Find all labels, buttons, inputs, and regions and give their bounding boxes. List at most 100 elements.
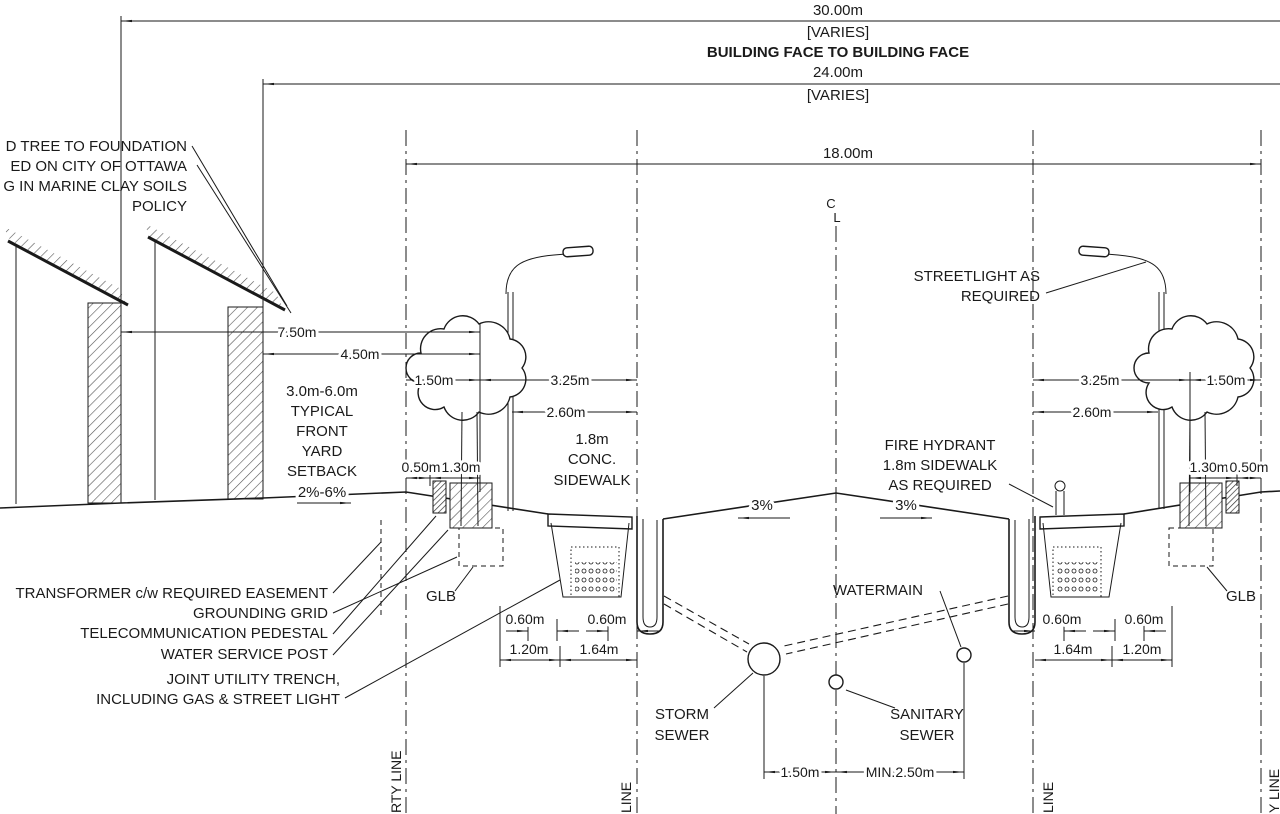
subdrain-right [785,603,1009,655]
joint-utility-trench-right [1042,522,1122,598]
watermain-label: WATERMAIN [833,582,923,599]
dim-18m-label: 18.00m [823,145,873,162]
streetlight-note: REQUIRED [961,288,1040,305]
grounding-grid-right [1168,527,1214,567]
streetlight-arm-right [1105,253,1167,295]
centerline-symbol-l: L [833,210,840,225]
dim-1-50-sewer: 1.50m [781,764,820,780]
curb-structure-left-inner [642,519,658,628]
tree-trunk-left [476,411,479,527]
dim-0-60-left-b: 0.60m [588,611,627,627]
houses-group [3,223,286,504]
property-line-label-right: Y LINE [1266,769,1280,813]
curb-line-label-right: LINE [1040,782,1056,813]
dim-0-50-right: 0.50m [1230,459,1269,475]
streetlight-arm-left [505,253,567,295]
transformer-label: TRANSFORMER c/w REQUIRED EASEMENT [15,585,328,602]
dim-1-64-right: 1.64m [1054,641,1093,657]
ground-profile-group [0,490,1280,530]
utility-pedestal-left [432,480,447,514]
dim-2-60-left: 2.60m [547,404,586,420]
wall-house-a [87,302,122,504]
dim-24m-label: 24.00m [813,64,863,81]
road-slope-right: 3% [895,497,917,514]
roof-hatch-house-b [144,223,283,308]
tree-right [1133,315,1255,527]
centerline-symbol-c: C [826,196,835,211]
curb-structure-left-outer [636,516,664,635]
sidewalk-note: CONC. [568,451,616,468]
joint-utility-trench-label: JOINT UTILITY TRENCH, [167,671,340,688]
dim-7-50: 7.50m [278,324,317,340]
setback-note: SETBACK [287,463,357,480]
subdrain-left [663,603,748,653]
streetlight-head-right [1078,245,1110,258]
dim-3-25-right: 3.25m [1081,372,1120,388]
dim-min-2-50: MIN.2.50m [866,764,934,780]
road-slope-left: 3% [751,497,773,514]
fire-hydrant-note: AS REQUIRED [888,477,992,494]
dim-1-64-left: 1.64m [580,641,619,657]
sidewalk-note: 1.8m [575,431,608,448]
streetlight-note: STREETLIGHT AS [914,268,1040,285]
dim-0-50-left: 0.50m [402,459,441,475]
glb-label-right: GLB [1226,588,1256,605]
underground-utilities-left [380,480,664,635]
fire-hydrant-note: 1.8m SIDEWALK [883,457,997,474]
storm-sewer-label: SEWER [654,727,709,744]
water-service-post-label: WATER SERVICE POST [161,646,328,663]
tree-trunk-right [1204,411,1207,527]
tree-trunk-left [460,411,463,527]
curb-line-label-left: LINE [618,782,634,813]
sidewalk-slab-right [1039,513,1125,530]
sanitary-sewer-label: SEWER [899,727,954,744]
sanitary-sewer-pipe [828,674,844,690]
sanitary-sewer-label: SANITARY [890,706,964,723]
tree-policy-note: POLICY [132,198,187,215]
setback-note: 3.0m-6.0m [286,383,358,400]
dim-24m-varies: [VARIES] [807,87,869,104]
text-labels-group: 30.00m [VARIES] BUILDING FACE TO BUILDIN… [3,2,1280,813]
fire-hydr ant-note: FIRE HYDRANT [885,437,996,454]
grounding-grid-left [458,527,504,567]
subdrain-right [783,595,1009,647]
utility-pedestal-right [1225,480,1240,514]
dim-1-20-right: 1.20m [1123,641,1162,657]
roof-line-house-b [147,235,286,312]
tree-policy-note: D TREE TO FOUNDATION [6,138,187,155]
glb-label-left: GLB [426,588,456,605]
tree-canopy-left [405,315,527,421]
roof-line-house-a [7,239,129,307]
curb-structure-right-outer [1008,516,1036,635]
tree-policy-note: ED ON CITY OF OTTAWA [10,158,187,175]
dim-0-60-left-a: 0.60m [506,611,545,627]
property-line-label-left: RTY LINE [388,750,404,813]
watermain-pipe [956,647,972,663]
storm-sewer-label: STORM [655,706,709,723]
dim-1-50-left: 1.50m [415,372,454,388]
dim-4-50: 4.50m [341,346,380,362]
storm-sewer-pipe [747,642,781,676]
joint-utility-trench-label: INCLUDING GAS & STREET LIGHT [96,691,340,708]
tree-pit-left [449,482,493,529]
sewer-circles-group [747,642,972,690]
conduits-left [575,562,617,594]
wall-house-b [227,306,264,500]
subdrain-left [663,595,750,645]
sidewalk-note: SIDEWALK [554,472,631,489]
dim-30m-varies: [VARIES] [807,24,869,41]
tree-policy-note: G IN MARINE CLAY SOILS [3,178,187,195]
dim-1-20-left: 1.20m [510,641,549,657]
setback-note: FRONT [296,423,348,440]
dim-1-50-right: 1.50m [1207,372,1246,388]
conduit-zone-right [1052,546,1102,598]
fire-hydrant-icon [1054,480,1066,492]
telecom-pedestal-label: TELECOMMUNICATION PEDESTAL [80,625,328,642]
conduits-right [1057,562,1099,594]
tree-pit-right [1179,482,1223,529]
grounding-grid-label: GROUNDING GRID [193,605,328,622]
section-reference-lines [405,130,1262,814]
setback-note: YARD [302,443,343,460]
dim-0-60-right-a: 0.60m [1043,611,1082,627]
